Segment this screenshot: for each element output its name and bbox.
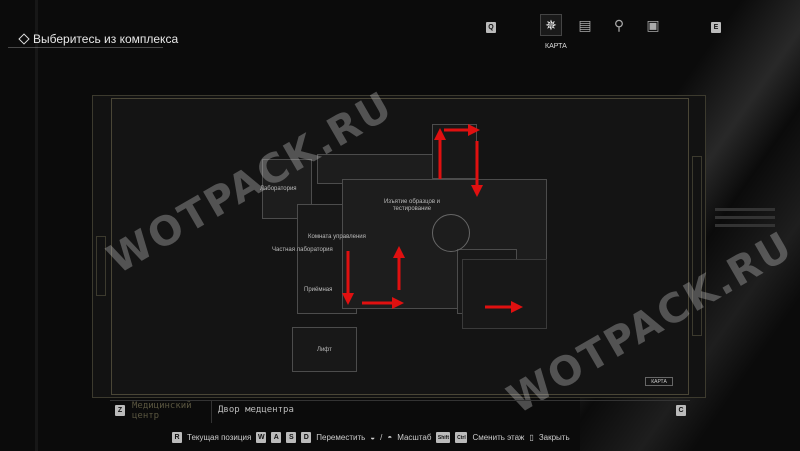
label-reception: Приёмная	[304, 287, 333, 293]
floor-indicator-left	[96, 236, 106, 296]
folder-icon: ▣	[646, 16, 660, 33]
key-ctrl: Ctrl	[455, 432, 468, 443]
room-east	[462, 259, 547, 329]
label-elevator: Лифт	[317, 347, 332, 353]
hint-change-floor: Сменить этаж	[472, 433, 525, 442]
objective-text: Выберитесь из комплекса	[33, 32, 179, 46]
area-name: Медицинский центр	[132, 401, 212, 423]
floor-up-key[interactable]: C	[676, 405, 686, 416]
key-s: S	[286, 432, 297, 443]
key-r: R	[172, 432, 182, 443]
round-platform	[432, 214, 470, 252]
zoom-slider[interactable]	[692, 156, 702, 336]
key-w: W	[256, 432, 267, 443]
mouse-icon: ▯	[529, 433, 534, 442]
label-private-lab: Частная лаборатория	[272, 247, 333, 253]
map-frame: Лаборатория Изъятие образцов и тестирова…	[92, 95, 775, 398]
room-lab	[262, 159, 312, 219]
tab-files[interactable]: ▤	[574, 14, 596, 36]
background-line	[35, 0, 38, 451]
label-sampling: Изъятие образцов и тестирование	[383, 199, 441, 212]
mouse-wheel-icon: ◒	[370, 433, 376, 442]
key-d: D	[301, 432, 312, 443]
label-control: Комната управления	[308, 234, 366, 240]
key-shift: Shift	[436, 432, 451, 443]
files-icon: ▤	[578, 16, 592, 33]
inventory-icon: ⚲	[613, 16, 625, 33]
mouse-wheel-icon: ◓	[387, 433, 393, 442]
route-arrows	[342, 124, 523, 313]
hint-slash: /	[380, 433, 383, 442]
tab-inventory[interactable]: ⚲	[608, 14, 630, 36]
hint-move: Переместить	[316, 433, 366, 442]
compass-icon: ✵	[545, 16, 557, 33]
objective-diamond-icon	[18, 33, 30, 45]
map-button[interactable]: КАРТА	[645, 377, 673, 386]
top-tabs: ✵ ▤ ⚲ ▣	[540, 14, 664, 36]
tab-map-label: КАРТА	[545, 43, 567, 50]
hint-current-position: Текущая позиция	[187, 433, 252, 442]
location-bar: Z Медицинский центр Двор медцентра C	[110, 400, 690, 423]
floor-down-key[interactable]: Z	[115, 405, 125, 416]
label-lab: Лаборатория	[260, 186, 297, 192]
room-elevator	[292, 327, 357, 372]
map-legend	[715, 203, 775, 232]
hint-close: Закрыть	[538, 433, 570, 442]
controls-hint: R Текущая позиция W A S D Переместить ◒ …	[172, 432, 570, 443]
next-tab-key[interactable]: E	[711, 22, 721, 33]
zone-name: Двор медцентра	[218, 405, 294, 415]
tab-map[interactable]: ✵	[540, 14, 562, 36]
objective: Выберитесь из комплекса	[18, 32, 179, 46]
prev-tab-key[interactable]: Q	[486, 22, 496, 33]
map-canvas[interactable]: Лаборатория Изъятие образцов и тестирова…	[111, 98, 689, 395]
objective-underline	[8, 47, 163, 48]
key-a: A	[271, 432, 282, 443]
tab-folder[interactable]: ▣	[642, 14, 664, 36]
hint-zoom: Масштаб	[397, 433, 432, 442]
